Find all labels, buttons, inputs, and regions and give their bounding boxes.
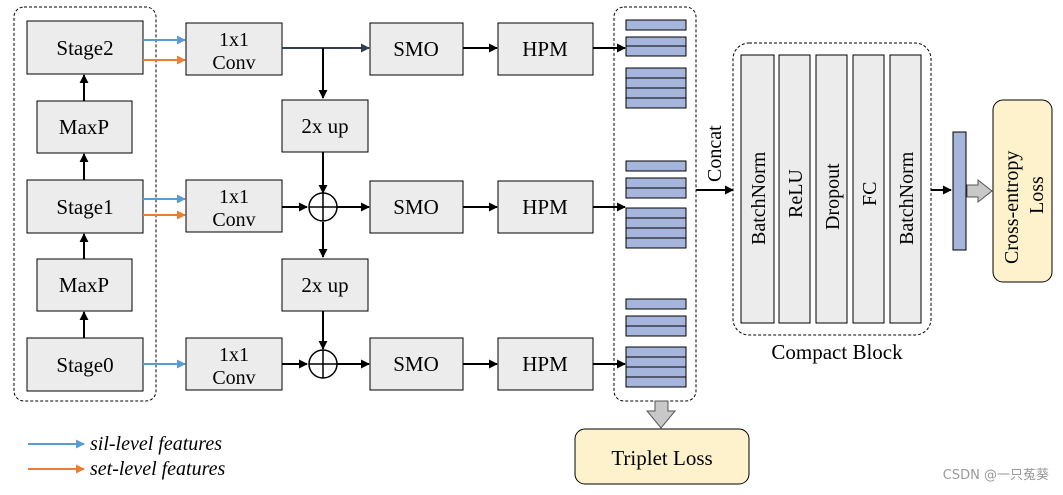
feature-stripe [625, 45, 687, 57]
smo-top-box: SMO [369, 22, 464, 76]
hpm-mid-box: HPM [497, 180, 594, 234]
stage2-label: Stage2 [56, 36, 113, 60]
stage1-box: Stage1 [26, 179, 144, 234]
feature-stripe [625, 227, 687, 239]
feature-stripe [625, 356, 687, 368]
stage2-box: Stage2 [26, 20, 144, 75]
conv-mid-label-1: 1x1 [219, 186, 249, 208]
smo-mid-box: SMO [369, 180, 464, 234]
feature-stripe [625, 366, 687, 378]
conv-bottom-box: 1x1 Conv [185, 337, 283, 391]
legend-sil-label: sil-level features [90, 433, 222, 455]
feature-stripe [625, 217, 687, 229]
triplet-loss-box: Triplet Loss [574, 428, 750, 485]
arrow-to-triplet-icon [645, 400, 677, 429]
output-feature-vector [952, 131, 967, 251]
backbone-group [13, 6, 157, 402]
feature-stripe [625, 237, 687, 249]
feature-stripes [625, 19, 687, 388]
hpm-bottom-box: HPM [497, 337, 594, 391]
legend-set-label: set-level features [90, 458, 226, 480]
conv-bottom-label-1: 1x1 [219, 344, 249, 366]
batchnorm1-label: BatchNorm [748, 151, 770, 245]
cross-entropy-label-2: Loss [1026, 176, 1048, 214]
feature-stripe [625, 77, 687, 89]
up-bottom-box: 2x up [281, 258, 369, 312]
batchnorm1-layer: BatchNorm [740, 54, 775, 324]
feature-stripe [625, 67, 687, 79]
fc-layer: FC [852, 54, 885, 324]
feature-stripe [625, 97, 687, 109]
fc-label: FC [859, 182, 881, 206]
stage0-box: Stage0 [26, 337, 144, 392]
feature-stripe [625, 376, 687, 388]
feature-stripe [625, 298, 687, 310]
hpm-top-box: HPM [497, 22, 594, 76]
stage1-label: Stage1 [56, 195, 113, 219]
concat-group [613, 6, 697, 402]
conv-bottom-label-2: Conv [212, 367, 255, 389]
concat-label: Concat [704, 125, 726, 182]
stage0-label: Stage0 [56, 353, 113, 377]
dropout-label: Dropout [822, 163, 844, 230]
feature-stripe [625, 315, 687, 327]
feature-stripe [625, 19, 687, 31]
up-bottom-label: 2x up [301, 273, 348, 297]
conv-top-label-1: 1x1 [219, 29, 249, 51]
smo-bottom-label: SMO [393, 352, 439, 376]
up-top-box: 2x up [281, 99, 369, 153]
smo-bottom-box: SMO [369, 337, 464, 391]
arrow-to-cross-entropy-icon [966, 178, 993, 204]
conv-top-label-2: Conv [212, 52, 255, 74]
cross-entropy-loss-box: Cross-entropy Loss [992, 99, 1053, 283]
legend: sil-level features set-level features [28, 433, 226, 480]
maxp-bottom-box: MaxP [36, 258, 133, 312]
feature-stripe [625, 177, 687, 189]
feature-stripe [625, 325, 687, 337]
feature-stripe [625, 87, 687, 99]
batchnorm2-label: BatchNorm [896, 151, 918, 245]
feature-stripe [625, 160, 687, 172]
add-bottom-icon [308, 349, 338, 379]
feature-stripe [625, 207, 687, 219]
up-top-label: 2x up [301, 114, 348, 138]
conv-top-box: 1x1 Conv [185, 22, 283, 76]
maxp-bottom-label: MaxP [59, 273, 109, 297]
hpm-top-label: HPM [522, 37, 568, 61]
hpm-mid-label: HPM [522, 195, 568, 219]
conv-mid-label-2: Conv [212, 209, 255, 231]
dropout-layer: Dropout [815, 54, 848, 324]
relu-layer: ReLU [778, 54, 811, 324]
batchnorm2-layer: BatchNorm [889, 54, 922, 324]
smo-top-label: SMO [393, 37, 439, 61]
add-mid-icon [308, 192, 338, 222]
relu-label: ReLU [785, 169, 807, 218]
hpm-bottom-label: HPM [522, 352, 568, 376]
conv-mid-box: 1x1 Conv [185, 179, 283, 233]
feature-stripe [625, 187, 687, 199]
feature-stripe [625, 346, 687, 358]
smo-mid-label: SMO [393, 195, 439, 219]
cross-entropy-label-1: Cross-entropy [1001, 151, 1023, 264]
maxp-top-box: MaxP [36, 100, 133, 154]
triplet-loss-label: Triplet Loss [611, 446, 712, 470]
watermark: CSDN @一只菟葵 [942, 468, 1049, 483]
compact-block-label: Compact Block [771, 340, 903, 364]
maxp-top-label: MaxP [59, 115, 109, 139]
